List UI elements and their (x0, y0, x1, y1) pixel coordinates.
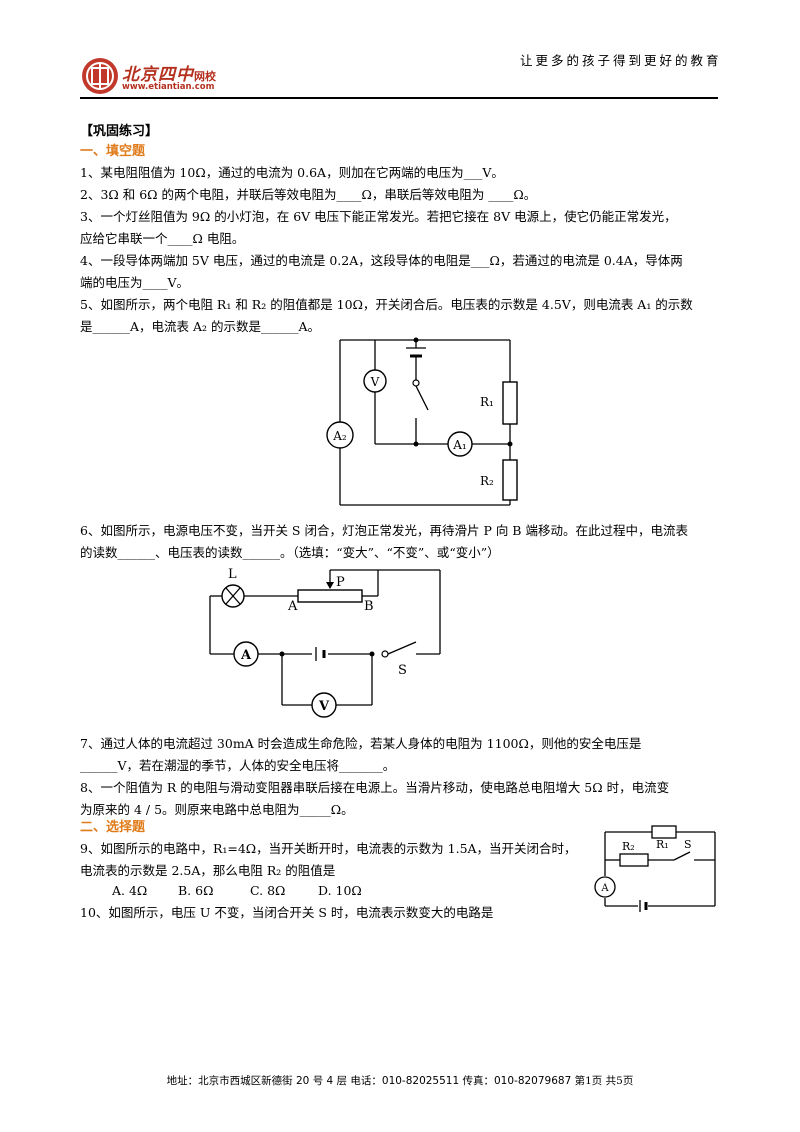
slider-p-label: P (336, 575, 345, 590)
page-footer: 地址：北京市西城区新德街 20 号 4 层 电话：010-82025511 传真… (0, 1073, 800, 1088)
switch-label: S (398, 663, 407, 678)
voltmeter-label: V (370, 375, 380, 389)
section-fill-blank: 一、填空题 (80, 144, 146, 159)
ammeter-a1-label: A₁ (452, 438, 466, 452)
voltmeter-label: V (318, 699, 330, 714)
question-4-line2: 端的电压为____V。 (80, 275, 190, 290)
question-6-line2: 的读数______、电压表的读数______。（选填：“变大”、“不变”、或“变… (80, 545, 500, 560)
logo-name: 北京四中网校 (122, 65, 216, 85)
question-8-line2: 为原来的 4 / 5。则原来电路中总电阻为_____Ω。 (80, 802, 354, 817)
question-9-line1: 9、如图所示的电路中，R₁=4Ω，当开关断开时，电流表的示数为 1.5A，当开关… (80, 841, 577, 856)
question-7-line1: 7、通过人体的电流超过 30mA 时会造成生命危险，若某人身体的电阻为 1100… (80, 736, 642, 751)
circuit-figure-q5: V A₂ A₁ R₁ R₂ (326, 337, 518, 506)
question-9-options: A. 4Ω B. 6Ω C. 8Ω D. 10Ω (112, 880, 388, 901)
question-6-line1: 6、如图所示，电源电压不变，当开关 S 闭合，灯泡正常发光，再待滑片 P 向 B… (80, 523, 688, 538)
ammeter-label: A (240, 648, 252, 663)
resistor-r1-label: R₁ (656, 838, 669, 851)
footer-page-number: 第1页 共5页 (574, 1075, 634, 1087)
header-slogan: 让更多的孩子得到更好的教育 (520, 53, 722, 68)
question-10: 10、如图所示，电压 U 不变，当闭合开关 S 时，电流表示数变大的电路是 (80, 905, 494, 920)
section-choice: 二、选择题 (80, 820, 146, 835)
question-3-line1: 3、一个灯丝阻值为 9Ω 的小灯泡，在 6V 电压下能正常发光。若把它接在 8V… (80, 209, 677, 224)
option-c[interactable]: C. 8Ω (250, 883, 286, 898)
resistor-r2-label: R₂ (622, 840, 635, 853)
question-1: 1、某电阻阻值为 10Ω，通过的电流为 0.6A，则加在它两端的电压为___V。 (80, 165, 504, 180)
question-5-line1: 5、如图所示，两个电阻 R₁ 和 R₂ 的阻值都是 10Ω，开关闭合后。电压表的… (80, 297, 693, 312)
question-2: 2、3Ω 和 6Ω 的两个电阻，并联后等效电阻为____Ω，串联后等效电阻为 _… (80, 187, 537, 202)
switch-label: S (684, 838, 692, 851)
school-logo-icon (82, 58, 118, 94)
question-5-line2: 是______A，电流表 A₂ 的示数是______A。 (80, 319, 321, 334)
question-4-line1: 4、一段导体两端加 5V 电压，通过的电流是 0.2A，这段导体的电阻是___Ω… (80, 253, 683, 268)
logo-url: www.etiantian.com (122, 82, 215, 92)
option-b[interactable]: B. 6Ω (178, 883, 214, 898)
footer-address: 地址：北京市西城区新德街 20 号 4 层 电话：010-82025511 传真… (166, 1075, 572, 1087)
ammeter-label: A (600, 883, 609, 894)
circuit-figure-q9: A R₁ R₂ S (594, 825, 716, 912)
circuit-figure-q6: L P A B A V S (209, 567, 441, 718)
practice-title: 【巩固练习】 (80, 124, 159, 139)
question-9-line2: 电流表的示数是 2.5A，那么电阻 R₂ 的阻值是 (80, 863, 336, 878)
rheostat-b-label: B (364, 599, 374, 614)
option-d[interactable]: D. 10Ω (318, 883, 362, 898)
question-7-line2: ______V，若在潮湿的季节，人体的安全电压将_______。 (80, 758, 396, 773)
header-divider (80, 97, 718, 99)
option-a[interactable]: A. 4Ω (112, 883, 148, 898)
lamp-label: L (228, 567, 237, 582)
resistor-r1-label: R₁ (480, 395, 494, 409)
rheostat-a-label: A (287, 599, 298, 614)
resistor-r2-label: R₂ (480, 474, 494, 488)
question-3-line2: 应给它串联一个____Ω 电阻。 (80, 231, 245, 246)
ammeter-a2-label: A₂ (332, 429, 347, 443)
question-8-line1: 8、一个阻值为 R 的电阻与滑动变阻器串联后接在电源上。当滑片移动，使电路总电阻… (80, 780, 670, 795)
